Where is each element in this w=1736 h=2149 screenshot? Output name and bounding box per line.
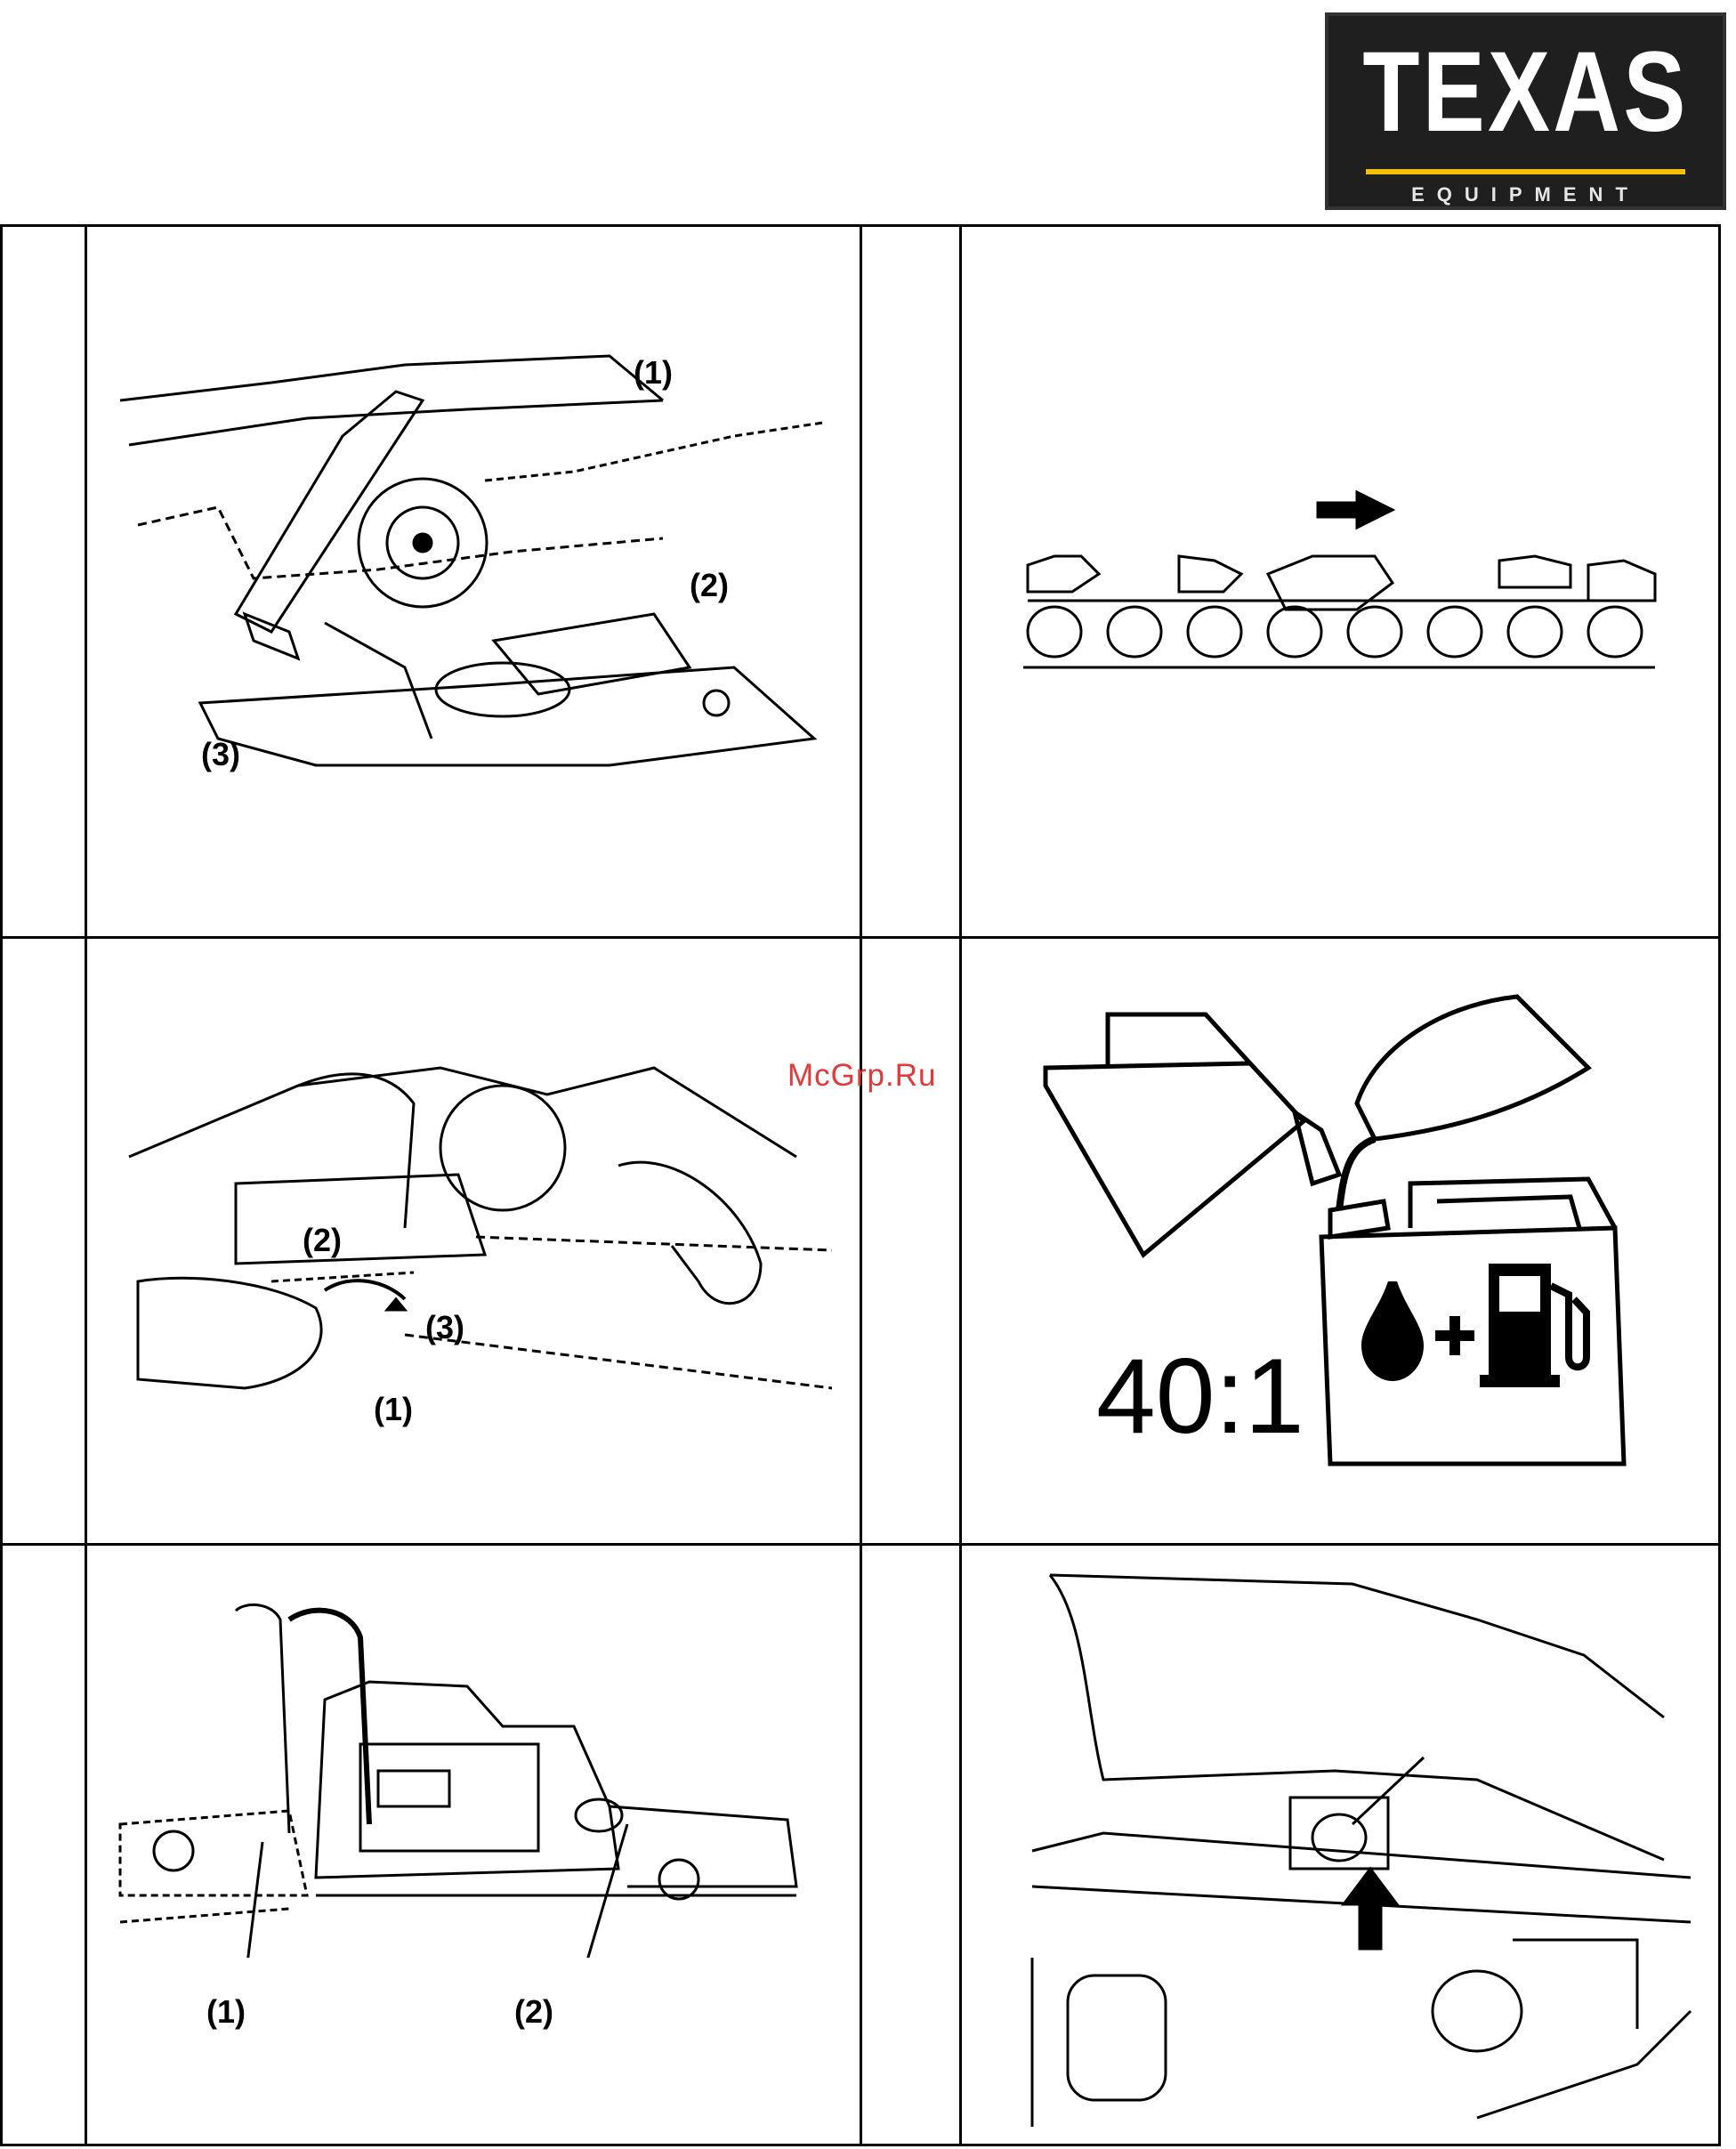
choke-illustration (1014, 1566, 1708, 2136)
callout-1: (1) (206, 1993, 246, 2031)
table-divider-2 (860, 224, 862, 2146)
chain-direction-illustration (1019, 476, 1659, 681)
table-divider-1 (85, 224, 87, 2146)
mix-icons (1357, 1246, 1597, 1388)
table-border-bottom (0, 2144, 1721, 2146)
table-border-right (1718, 224, 1721, 2146)
callout-1: (1) (374, 1391, 413, 1428)
direction-arrow-icon (1318, 492, 1393, 528)
fuel-can-icon (1046, 1063, 1304, 1255)
logo-subtitle: EQUIPMENT (1325, 183, 1726, 206)
tension-adjust-illustration (120, 1050, 832, 1424)
table-row-divider-1 (0, 936, 1721, 939)
logo-word: TEXAS (1361, 36, 1691, 149)
callout-2: (2) (303, 1222, 342, 1259)
table-divider-3 (959, 224, 962, 2146)
tank-caps-illustration (111, 1602, 823, 1958)
up-arrow-icon (1344, 1869, 1397, 1949)
callout-1: (1) (634, 354, 673, 392)
table-border-left (0, 224, 3, 2146)
fuel-ratio: 40:1 (1096, 1335, 1304, 1458)
watermark: McGrp.Ru (787, 1058, 936, 1094)
texas-equipment-logo: TEXAS EQUIPMENT (1325, 12, 1726, 210)
fuel-pump-icon (1480, 1264, 1587, 1387)
logo-accent-line (1366, 169, 1685, 174)
oil-drop-icon (1361, 1281, 1424, 1381)
callout-3: (3) (425, 1309, 464, 1346)
table-row-divider-2 (0, 1543, 1721, 1546)
callout-3: (3) (201, 736, 240, 773)
chain-links (1028, 556, 1655, 657)
oil-bottle-icon (1357, 997, 1588, 1139)
callout-2: (2) (514, 1993, 553, 2031)
table-border-top (0, 224, 1721, 227)
callout-2: (2) (690, 567, 729, 604)
